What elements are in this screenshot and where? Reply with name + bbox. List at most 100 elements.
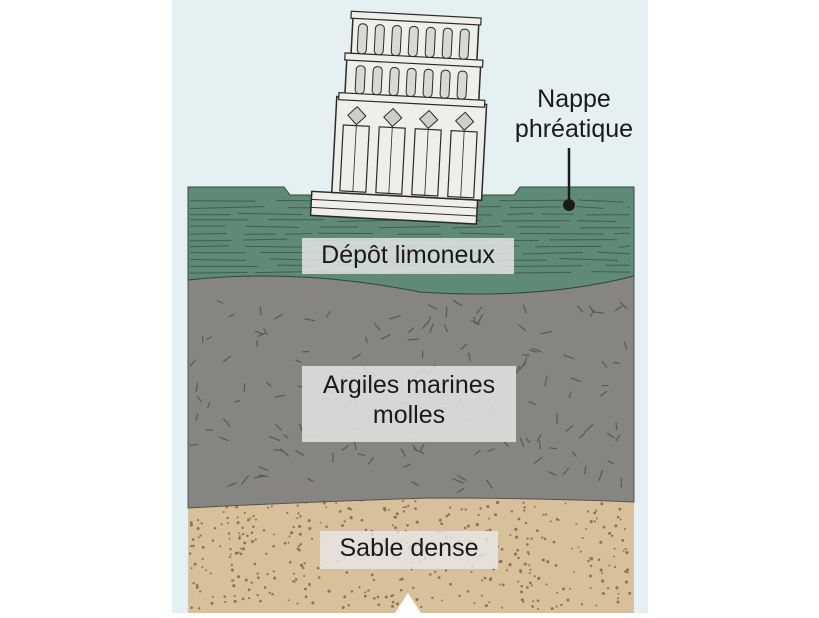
sand-grain	[596, 604, 598, 606]
sand-grain	[197, 519, 199, 521]
sand-grain	[405, 506, 407, 508]
sand-grain	[534, 575, 536, 577]
sand-grain	[580, 551, 582, 553]
sand-grain	[601, 579, 604, 582]
sand-grain	[201, 566, 203, 568]
sand-grain	[229, 538, 231, 540]
sand-grain	[439, 519, 442, 522]
sand-grain	[196, 584, 198, 586]
sand-grain	[596, 517, 598, 519]
sand-grain	[256, 594, 258, 596]
sand-grain	[298, 549, 301, 552]
sand-grain	[620, 519, 622, 521]
sand-grain	[396, 512, 399, 515]
sand-grain	[238, 537, 241, 540]
sand-grain	[243, 541, 246, 544]
sand-grain	[292, 580, 294, 582]
sand-grain	[304, 588, 307, 591]
sand-grain	[601, 572, 603, 574]
sand-grain	[578, 546, 580, 548]
sand-grain	[273, 570, 275, 572]
sand-grain	[224, 601, 226, 603]
sand-grain	[373, 579, 375, 581]
sand-grain	[529, 582, 532, 585]
sand-grain	[272, 545, 275, 548]
sand-grain	[514, 553, 517, 556]
label-depot-limoneux: Dépôt limoneux	[302, 238, 514, 274]
sand-grain	[523, 509, 525, 511]
tower-arch	[372, 66, 382, 94]
sand-grain	[553, 541, 556, 544]
sand-grain	[350, 508, 352, 510]
sand-grain	[449, 506, 451, 508]
sand-grain	[396, 603, 398, 605]
sand-grain	[571, 548, 573, 550]
sand-grain	[489, 578, 492, 581]
sand-grain	[239, 535, 241, 537]
silt-line	[629, 260, 630, 261]
sand-grain	[364, 595, 367, 598]
sand-grain	[201, 522, 203, 524]
sand-grain	[556, 592, 558, 594]
sand-grain	[587, 560, 590, 563]
sand-grain	[471, 571, 473, 573]
sand-grain	[615, 586, 618, 589]
sand-grain	[311, 601, 314, 604]
annotation-line-2: phréatique	[506, 114, 642, 144]
sand-grain	[242, 598, 245, 601]
sand-grain	[205, 569, 207, 571]
sand-grain	[234, 600, 237, 603]
tower-arch	[408, 26, 419, 56]
sand-grain	[543, 514, 545, 516]
sand-grain	[263, 529, 265, 531]
sand-grain	[325, 525, 328, 528]
sand-grain	[190, 606, 193, 609]
sand-grain	[542, 559, 545, 562]
sand-grain	[265, 553, 267, 555]
sand-grain	[255, 539, 257, 541]
sand-grain	[273, 534, 275, 536]
sand-grain	[273, 577, 276, 580]
sand-grain	[515, 536, 518, 539]
sand-grain	[299, 515, 301, 517]
sand-grain	[367, 589, 369, 591]
sand-grain	[558, 519, 560, 521]
sand-grain	[501, 607, 503, 609]
sand-grain	[569, 588, 571, 590]
sand-grain	[297, 504, 299, 506]
sand-grain	[401, 578, 404, 581]
sand-grain	[499, 583, 501, 585]
sand-grain	[241, 527, 243, 529]
sand-grain	[199, 590, 201, 592]
tower-arch	[357, 24, 368, 54]
sand-grain	[607, 587, 609, 589]
sand-grain	[257, 576, 260, 579]
sand-grain	[342, 606, 345, 609]
sand-grain	[461, 508, 463, 510]
sand-grain	[617, 600, 620, 603]
sand-grain	[446, 515, 448, 517]
sand-grain	[223, 595, 226, 598]
sand-grain	[527, 551, 530, 554]
sand-grain	[339, 510, 342, 513]
sand-grain	[251, 540, 254, 543]
clay-mark	[616, 422, 617, 430]
sand-grain	[335, 502, 337, 504]
label-argiles-line-2: molles	[302, 400, 516, 430]
sand-grain	[237, 516, 239, 518]
tower-arch	[374, 24, 385, 54]
sand-grain	[300, 543, 303, 546]
sand-grain	[481, 579, 483, 581]
sand-grain	[290, 532, 292, 534]
sand-grain	[624, 528, 626, 530]
sand-grain	[621, 539, 624, 542]
sand-grain	[406, 524, 409, 527]
sand-grain	[537, 608, 539, 610]
sand-grain	[529, 569, 531, 571]
silt-line	[190, 272, 248, 273]
sand-grain	[613, 556, 615, 558]
sand-grain	[266, 573, 268, 575]
sand-grain	[528, 553, 530, 555]
sand-grain	[532, 600, 534, 602]
